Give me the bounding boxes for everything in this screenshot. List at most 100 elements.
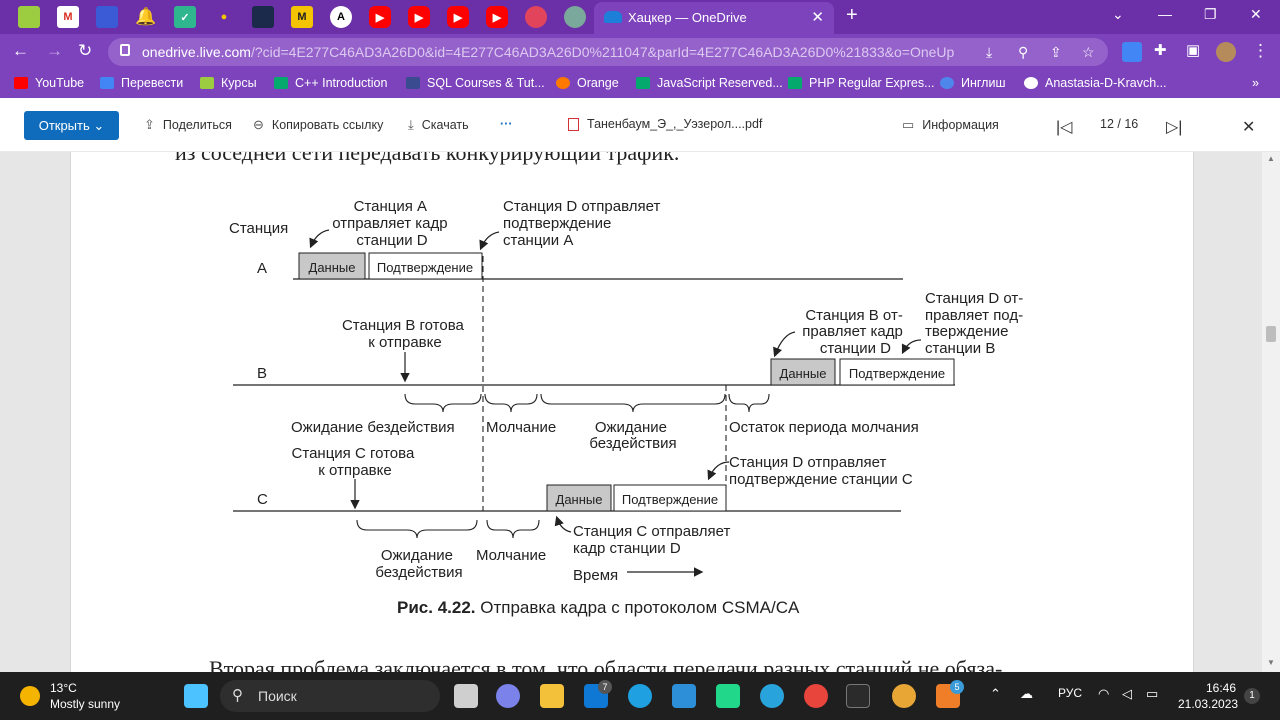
weather-text: Mostly sunny (50, 697, 121, 711)
next-page-icon[interactable]: ▷| (1166, 119, 1183, 136)
previous-page-icon[interactable]: |◁ (1056, 119, 1073, 136)
telegram-icon[interactable] (760, 684, 784, 708)
scroll-up-icon[interactable]: ▲ (1267, 154, 1275, 163)
volume-icon[interactable]: ◁ (1122, 686, 1132, 701)
vertical-scrollbar[interactable]: ▲ ▼ (1262, 152, 1280, 672)
close-tab-icon[interactable]: ✕ (811, 9, 824, 26)
language-indicator[interactable]: РУС (1058, 686, 1083, 700)
bookmark-item[interactable]: Курсы (200, 76, 257, 90)
youtube-tab-icon[interactable]: ▶ (486, 6, 508, 28)
a-tab-icon[interactable]: A (330, 6, 352, 28)
share-button[interactable]: ⇪Поделиться (144, 117, 232, 132)
label-silence-c: Молчание (476, 547, 546, 564)
bookmark-item[interactable]: PHP Regular Expres... (788, 76, 935, 90)
bookmark-item[interactable]: Orange (556, 76, 619, 90)
chrome-icon[interactable] (804, 684, 828, 708)
shield-tab-icon[interactable] (252, 6, 274, 28)
edge-icon[interactable] (628, 684, 652, 708)
bookmark-item[interactable]: Инглиш (940, 76, 1005, 90)
start-windows-icon[interactable] (184, 684, 208, 708)
red-tab-icon[interactable] (525, 6, 547, 28)
close-window-icon[interactable]: ✕ (1250, 6, 1262, 22)
onedrive-cloud-icon[interactable]: ☁ (1020, 686, 1033, 701)
pinned-tab-icon[interactable] (96, 6, 118, 28)
pinned-tab-icon[interactable] (18, 6, 40, 28)
temperature: 13°C (50, 681, 77, 695)
bookmark-item[interactable]: SQL Courses & Tut... (406, 76, 545, 90)
bulb-tab-icon[interactable]: ● (220, 11, 228, 23)
bookmarks-bar: YouTube Перевести Курсы C++ Introduction… (0, 70, 1280, 98)
reload-icon[interactable]: ↻ (78, 41, 93, 60)
info-button[interactable]: ▭Информация (902, 117, 999, 132)
back-arrow-icon[interactable]: ← (12, 41, 29, 60)
annotation-b-sends: Станция B от- правляет кадр станции D (802, 307, 907, 357)
pycharm-icon[interactable] (716, 684, 740, 708)
bookmark-item[interactable]: JavaScript Reserved... (636, 76, 783, 90)
share-icon[interactable]: ⇪ (1050, 44, 1062, 60)
onedrive-cloud-icon (604, 11, 622, 23)
install-app-icon[interactable]: ⤓ (986, 44, 993, 60)
figure-caption: Рис. 4.22. Отправка кадра с протоколом C… (397, 598, 800, 617)
bookmark-star-icon[interactable]: ☆ (1082, 44, 1095, 60)
notification-badge[interactable]: 1 (1244, 688, 1260, 704)
label-idle-wait: Ожидание бездействия (291, 419, 455, 436)
scroll-thumb[interactable] (1266, 326, 1276, 342)
mail-badge: 7 (598, 680, 612, 694)
annotation-d-acks-b: Станция D от- правляет под- тверждение с… (925, 290, 1027, 357)
gmail-tab-icon[interactable]: M (57, 6, 79, 28)
minimize-icon[interactable]: — (1158, 6, 1172, 22)
bookmark-item[interactable]: Перевести (100, 76, 183, 90)
bookmark-item[interactable]: YouTube (14, 76, 84, 90)
forward-arrow-icon[interactable]: → (46, 41, 63, 60)
menu-icon[interactable]: ⋮ (1252, 41, 1269, 60)
close-viewer-icon[interactable]: ✕ (1242, 119, 1256, 136)
bookmark-item[interactable]: C++ Introduction (274, 76, 387, 90)
teams-icon[interactable] (496, 684, 520, 708)
vpn-icon[interactable] (892, 684, 916, 708)
task-view-icon[interactable] (454, 684, 478, 708)
tab-strip: M 🔔 ✓ ● M A ▶ ▶ ▶ ▶ Хацкер — OneDrive ✕ … (0, 0, 1280, 34)
terminal-icon[interactable] (846, 684, 870, 708)
battery-icon[interactable]: ▭ (1146, 686, 1159, 701)
address-bar[interactable]: onedrive.live.com/?cid=4E277C46AD3A26D0&… (108, 38, 1108, 66)
chevron-up-icon[interactable]: ⌃ (990, 686, 1001, 701)
scroll-down-icon[interactable]: ▼ (1267, 658, 1275, 667)
label-idle-wait-c: Ожидание бездействия (375, 547, 462, 581)
restore-icon[interactable]: ❐ (1204, 6, 1217, 22)
download-button[interactable]: ⤓Скачать (408, 117, 469, 132)
app-badge: 5 (950, 680, 964, 694)
wifi-icon[interactable]: ◠ (1098, 686, 1110, 701)
youtube-tab-icon[interactable]: ▶ (447, 6, 469, 28)
more-bookmarks-icon[interactable]: » (1252, 76, 1259, 90)
youtube-tab-icon[interactable]: ▶ (408, 6, 430, 28)
more-actions-button[interactable]: ··· (500, 117, 513, 131)
clock[interactable]: 16:46 21.03.2023 (1178, 681, 1239, 711)
label-time: Время (573, 567, 618, 584)
data-box-a: Данные (309, 260, 356, 275)
annotation-c-ready: Станция C готова к отправке (292, 445, 419, 479)
translate-extension-icon[interactable] (1122, 42, 1142, 62)
check-tab-icon[interactable]: ✓ (174, 6, 196, 28)
download-icon: ⤓ (408, 117, 414, 132)
taskbar-search[interactable]: ⚲ Поиск (220, 680, 440, 712)
new-tab-button[interactable]: + (846, 4, 858, 26)
profile-avatar[interactable] (1216, 42, 1236, 62)
active-tab[interactable]: Хацкер — OneDrive ✕ (594, 2, 834, 34)
m-tab-icon[interactable]: M (291, 6, 313, 28)
chatgpt-tab-icon[interactable] (564, 6, 586, 28)
vscode-icon[interactable] (672, 684, 696, 708)
file-explorer-icon[interactable] (540, 684, 564, 708)
youtube-tab-icon[interactable]: ▶ (369, 6, 391, 28)
open-button[interactable]: Открыть ⌄ (24, 111, 119, 140)
ack-box-b: Подтверждение (849, 366, 945, 381)
copy-link-button[interactable]: ⊖Копировать ссылку (253, 117, 384, 132)
zoom-icon[interactable]: ⚲ (1018, 44, 1029, 60)
annotation-c-sends: Станция C отправляет кадр станции D (573, 523, 735, 557)
bookmark-item[interactable]: Anastasia-D-Kravch... (1024, 76, 1167, 90)
bell-tab-icon[interactable]: 🔔 (135, 7, 157, 26)
url-text: onedrive.live.com/?cid=4E277C46AD3A26D0&… (142, 44, 955, 60)
weather-widget[interactable]: 13°C Mostly sunny (20, 680, 120, 712)
extensions-puzzle-icon[interactable]: ✚ (1154, 42, 1167, 59)
side-panel-icon[interactable]: ▣ (1186, 42, 1201, 59)
tab-search-icon[interactable]: ⌄ (1112, 6, 1124, 22)
